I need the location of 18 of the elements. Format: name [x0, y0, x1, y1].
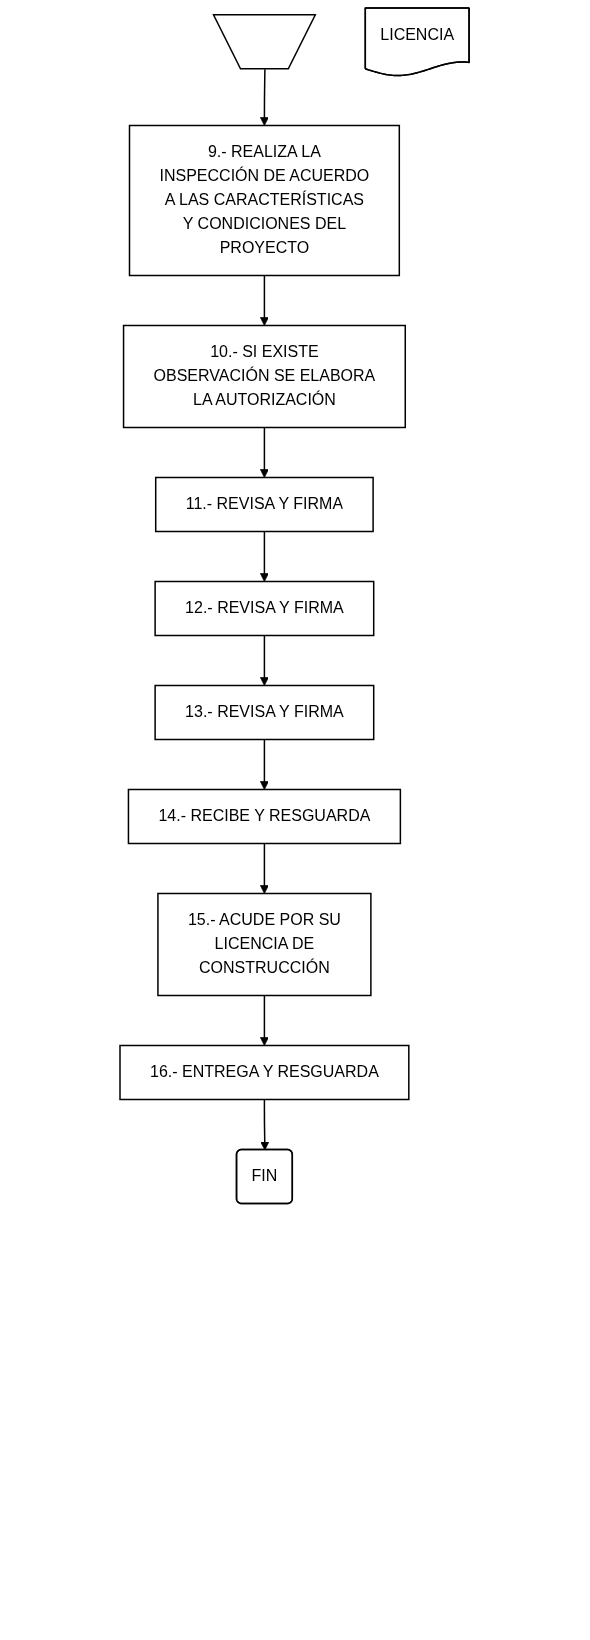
- node-box: 14.- RECIBE Y RESGUARDA: [128, 788, 402, 845]
- node-box: 9.- REALIZA LA INSPECCIÓN DE ACUERDO A LAS CARACTERÍSTICAS Y CONDICIONES DEL PROYECTO: [129, 124, 401, 277]
- arrow: [260, 274, 270, 326]
- node-box: 16.- ENTREGA Y RESGUARDA: [119, 1044, 410, 1101]
- node-pentagon: [212, 14, 317, 70]
- arrow: [260, 994, 270, 1046]
- arrow: [260, 842, 270, 894]
- arrow: [260, 634, 270, 686]
- arrow: [260, 68, 270, 126]
- node-box: 13.- REVISA Y FIRMA: [154, 684, 375, 741]
- node-box: 11.- REVISA Y FIRMA: [155, 476, 375, 533]
- arrow: [260, 530, 270, 582]
- arrow: [260, 426, 270, 478]
- node-box: 12.- REVISA Y FIRMA: [154, 580, 375, 637]
- arrow: [260, 1098, 270, 1151]
- node-box: 15.- ACUDE POR SU LICENCIA DE CONSTRUCCIÓN: [157, 892, 373, 997]
- arrow: [260, 738, 270, 790]
- node-box: 10.- SI EXISTE OBSERVACIÓN SE ELABORA LA AUTORIZACIÓN: [123, 324, 407, 429]
